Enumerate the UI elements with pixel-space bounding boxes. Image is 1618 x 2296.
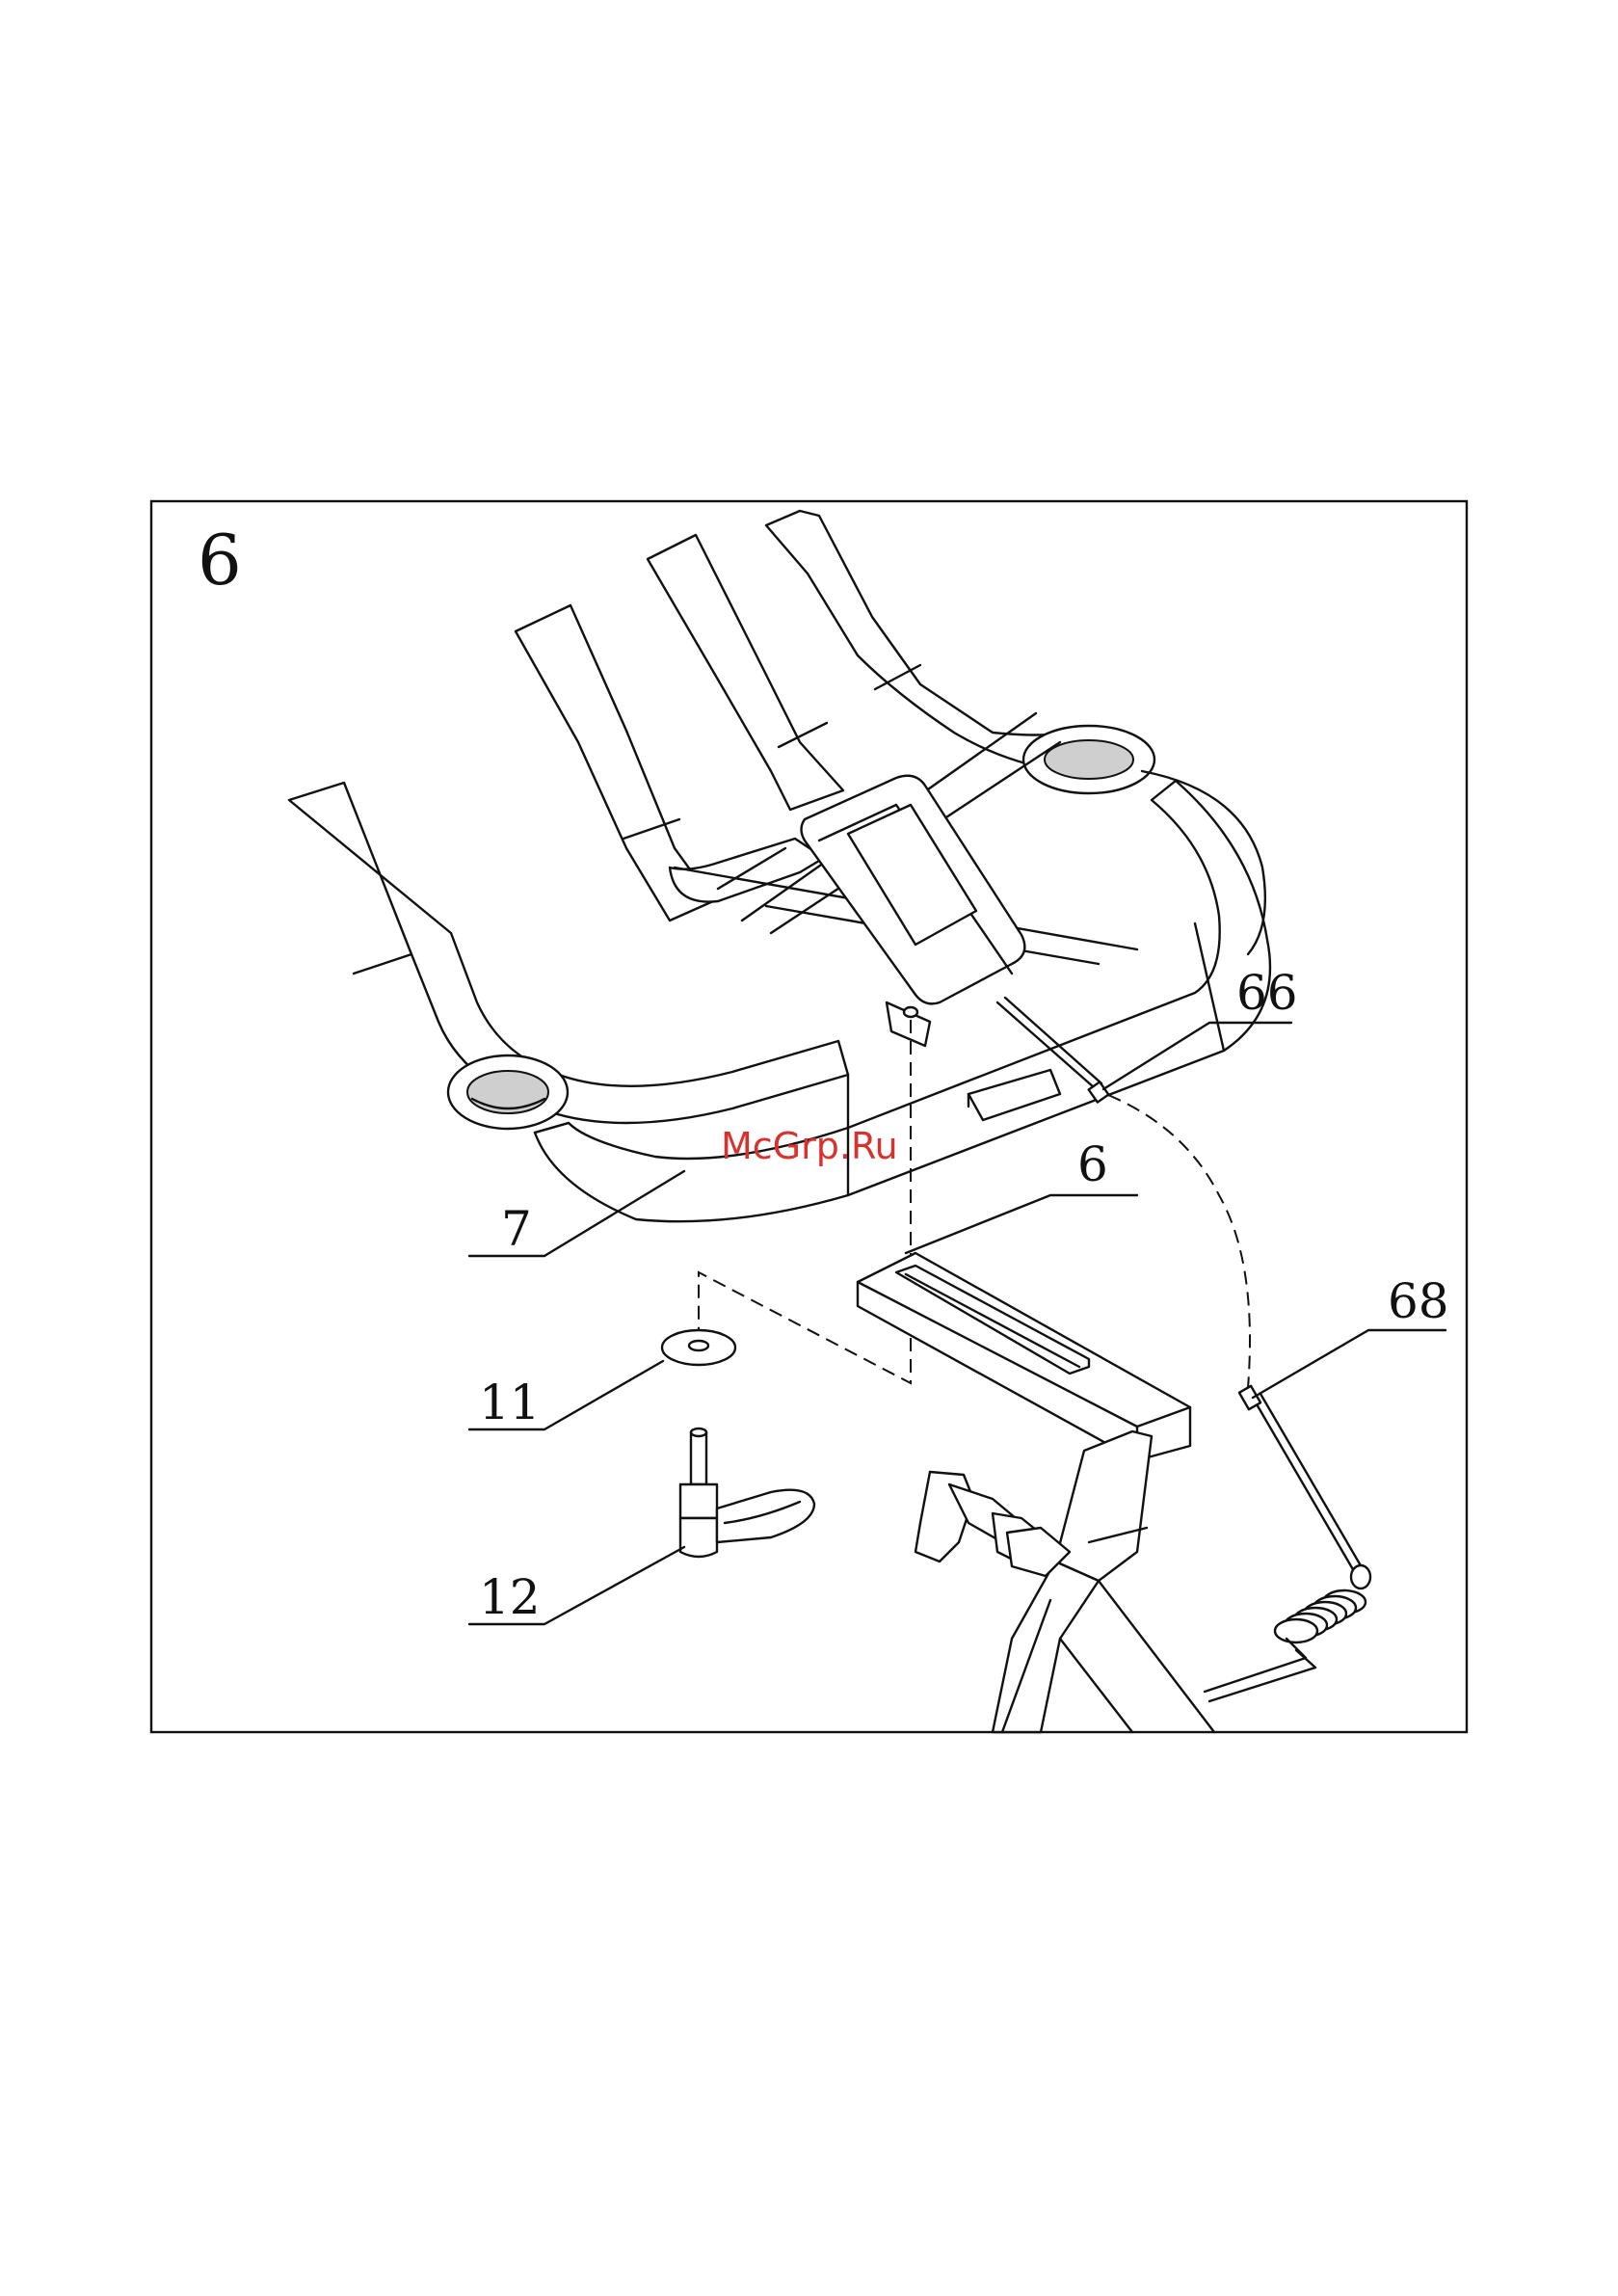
cable-path [1108,1095,1250,1388]
step-number: 6 [198,525,242,595]
callout-12: 12 [479,1573,541,1621]
diagram-frame [151,501,1467,1732]
callout-7: 7 [501,1205,532,1253]
callout-6: 6 [1077,1140,1108,1188]
handlebar-post [858,1253,1370,1732]
callout-68: 68 [1388,1277,1449,1325]
bolt-lever [680,1428,814,1557]
callout-66: 66 [1236,969,1298,1017]
callout-11: 11 [479,1378,541,1427]
handlebar [289,511,1270,1221]
washer [662,1330,735,1365]
watermark: McGrp.Ru [721,1128,898,1164]
